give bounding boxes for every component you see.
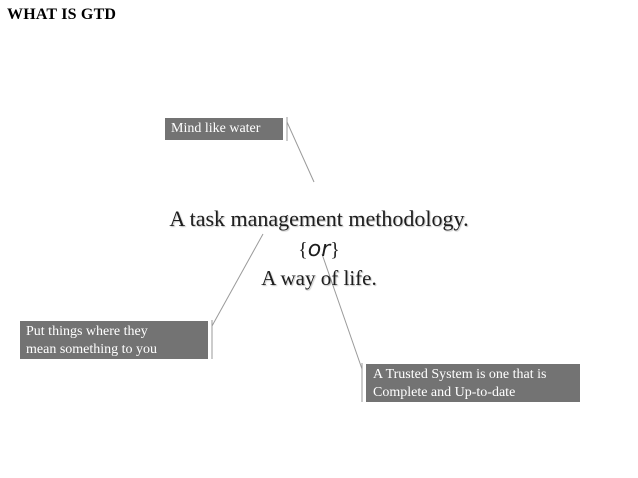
callout-put-things-line-2: mean something to you xyxy=(26,342,158,357)
page-title: WHAT IS GTD xyxy=(7,6,117,23)
callout-trusted-system-line-2: Complete and Up-to-date xyxy=(373,385,516,400)
connector-things-leader xyxy=(211,233,264,327)
callout-put-things: Put things where they mean something to … xyxy=(20,321,208,359)
or-open-brace: { xyxy=(298,239,308,261)
definition-or: {or} xyxy=(0,236,638,262)
callout-trusted-system: A Trusted System is one that is Complete… xyxy=(366,364,580,402)
definition-methodology: A task management methodology. xyxy=(169,206,469,231)
definition-way-of-life: A way of life. xyxy=(261,266,377,290)
callout-put-things-line-1: Put things where they xyxy=(26,324,148,339)
connector-mind-leader xyxy=(286,121,315,183)
or-close-brace: } xyxy=(330,239,340,261)
or-word: or xyxy=(307,237,331,262)
callout-mind-like-water-text: Mind like water xyxy=(171,121,261,136)
connector-trusted-leader xyxy=(321,253,363,370)
callout-trusted-system-line-1: A Trusted System is one that is xyxy=(373,367,547,382)
callout-mind-like-water: Mind like water xyxy=(165,118,283,140)
